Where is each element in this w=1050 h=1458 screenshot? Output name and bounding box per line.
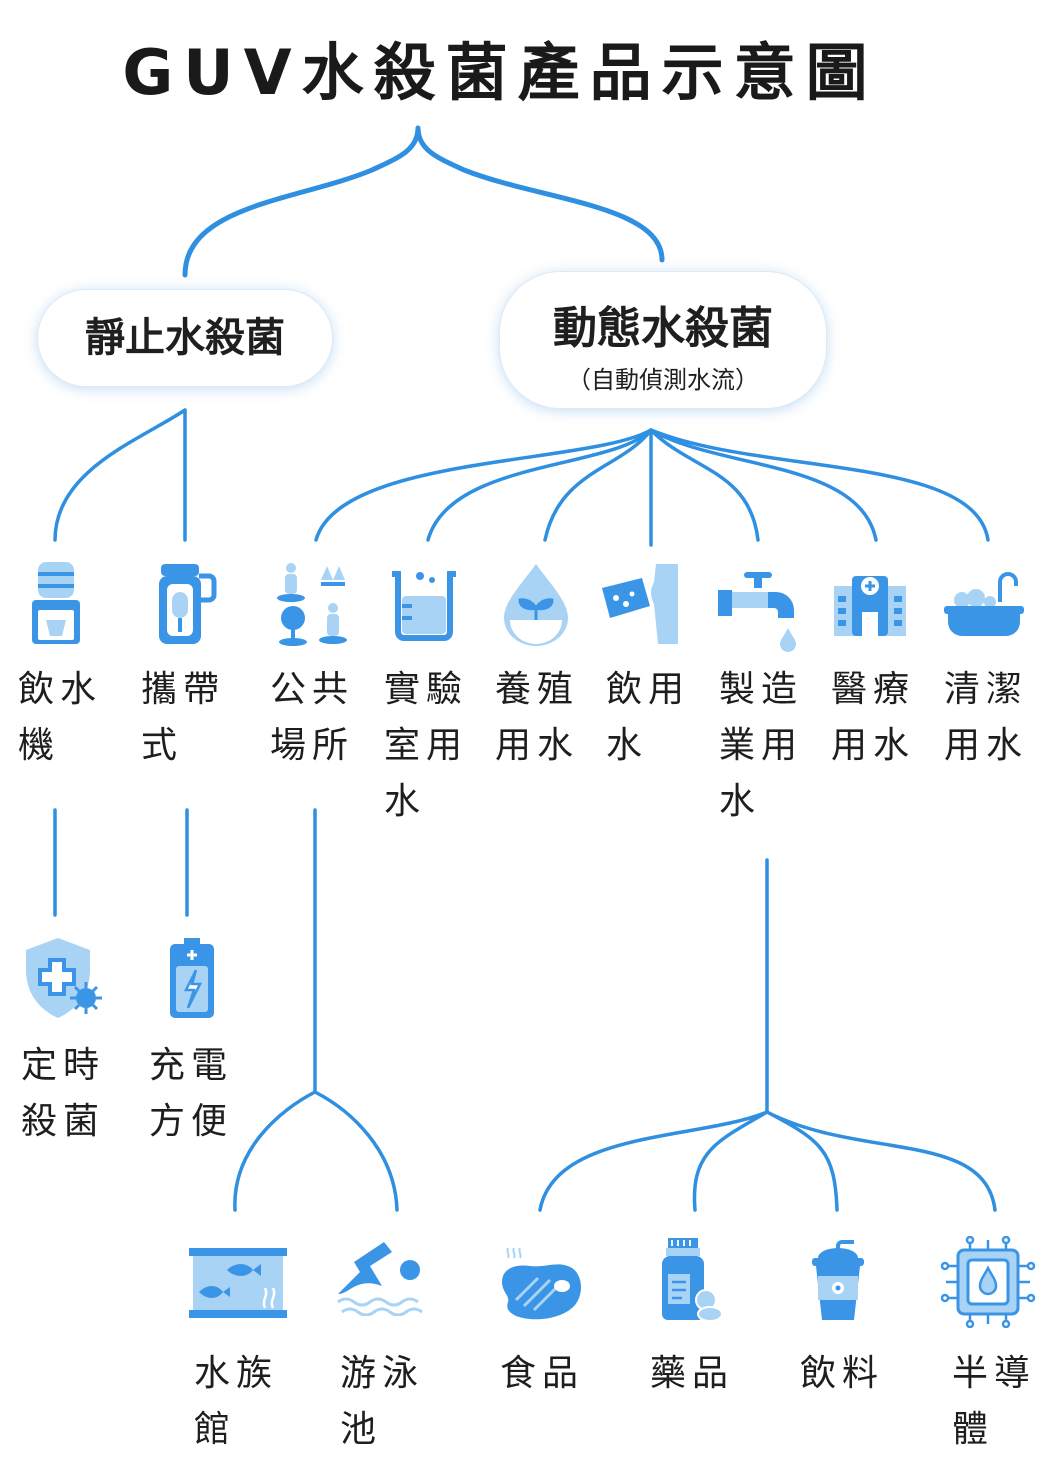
dynamic-item-label: 實驗 室用 水 [384, 669, 469, 822]
dynamic-item-label: 飲用 水 [606, 669, 691, 766]
portable-bottle-icon [159, 564, 217, 644]
chip-icon [940, 1236, 1036, 1328]
root-connector [182, 125, 665, 278]
public-sub-label: 游泳 池 [340, 1353, 425, 1450]
dynamic-connector [314, 428, 990, 547]
dynamic-group-node: 動態水殺菌 （自動偵測水流） [500, 272, 826, 408]
dynamic-item-label: 養殖 用水 [495, 669, 580, 766]
industry-sub-label: 半導 體 [952, 1353, 1037, 1450]
feature-connector [53, 808, 189, 917]
public-connector [233, 808, 399, 1212]
faucet-icon [718, 572, 796, 652]
aquarium-icon [189, 1248, 287, 1318]
dynamic-item-label: 公共 場所 [270, 669, 355, 766]
shield-virus-icon [26, 938, 102, 1018]
industry-sub-label: 飲料 [800, 1353, 885, 1394]
swimmer-icon [337, 1242, 423, 1316]
drinking-cup-icon [602, 564, 678, 644]
dynamic-item-label: 製造 業用 水 [719, 669, 804, 822]
public-sub-label: 水族 館 [194, 1353, 279, 1450]
sprout-drop-icon [504, 564, 568, 646]
drink-cup-icon [812, 1240, 864, 1320]
water-dispenser-icon [32, 562, 80, 644]
hospital-icon [834, 576, 906, 636]
static-group-node: 靜止水殺菌 [38, 290, 332, 386]
dynamic-item-label: 清潔 用水 [944, 669, 1029, 766]
bathtub-icon [944, 572, 1024, 636]
industry-connector [538, 858, 997, 1212]
battery-charge-icon [170, 938, 214, 1018]
public-park-icon [277, 563, 347, 646]
feature-label: 定時 殺菌 [21, 1045, 106, 1142]
dynamic-group-label: 動態水殺菌 [553, 303, 773, 354]
feature-label: 充電 方便 [149, 1045, 234, 1142]
dynamic-group-note: （自動偵測水流） [567, 366, 759, 394]
beaker-icon [392, 571, 456, 641]
static-connector [53, 408, 187, 542]
medicine-icon [662, 1238, 723, 1322]
dynamic-item-label: 醫療 用水 [831, 669, 916, 766]
page-title: GUV水殺菌產品示意圖 [122, 36, 878, 109]
static-item-label: 飲水 機 [18, 669, 103, 766]
static-group-label: 靜止水殺菌 [85, 315, 285, 361]
static-item-label: 攜帶 式 [141, 669, 226, 766]
industry-sub-label: 藥品 [650, 1353, 735, 1394]
steak-icon [502, 1248, 581, 1320]
industry-sub-label: 食品 [500, 1353, 585, 1394]
